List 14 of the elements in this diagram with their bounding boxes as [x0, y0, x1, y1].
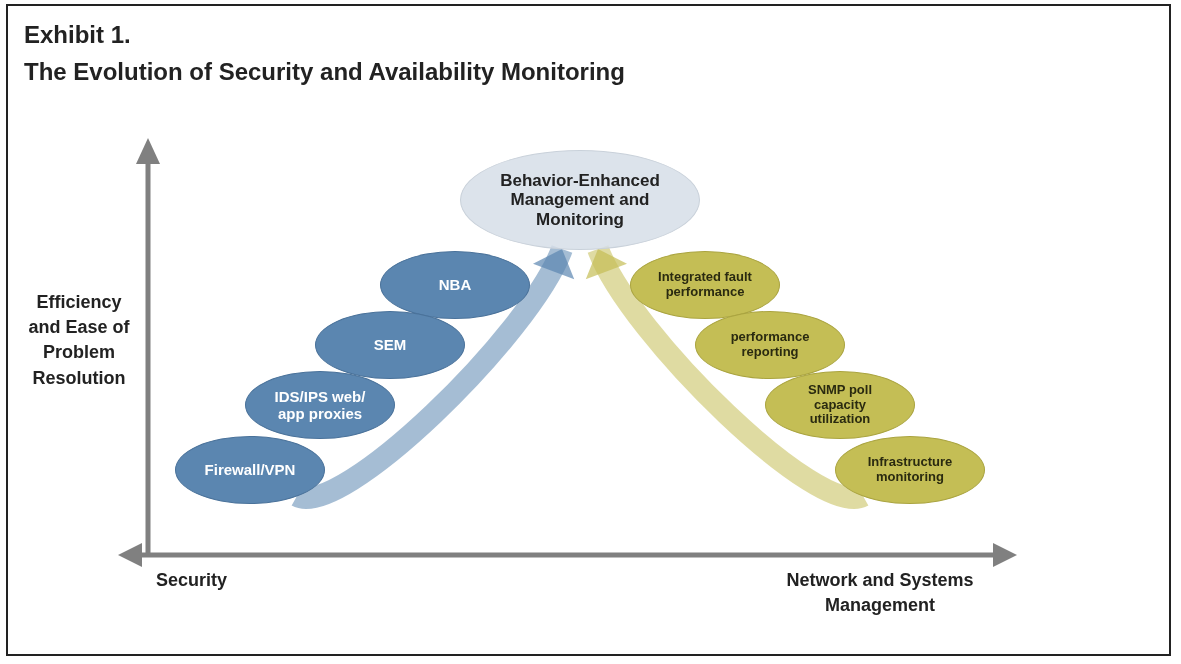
x-axis-label: Network and Systems Management — [785, 569, 975, 618]
exhibit-number: Exhibit 1. — [24, 20, 132, 50]
node-label: Firewall/VPN — [204, 461, 296, 479]
node-label: SNMP poll capacity utilization — [806, 382, 873, 428]
node-label: Integrated fault performance — [657, 270, 753, 300]
x-axis-label: Security — [156, 569, 229, 592]
y-axis-label: Efficiency and Ease of Problem Resolution — [27, 291, 131, 390]
node-label: NBA — [438, 276, 472, 294]
node-label: Infrastructure monitoring — [866, 455, 954, 485]
node-label: SEM — [373, 336, 407, 354]
node-label: performance reporting — [729, 330, 811, 360]
node-label: Behavior-Enhanced Management and Monitoring — [499, 170, 661, 230]
title: The Evolution of Security and Availability Monitoring — [24, 58, 625, 86]
node-label: IDS/IPS web/ app proxies — [273, 387, 367, 423]
